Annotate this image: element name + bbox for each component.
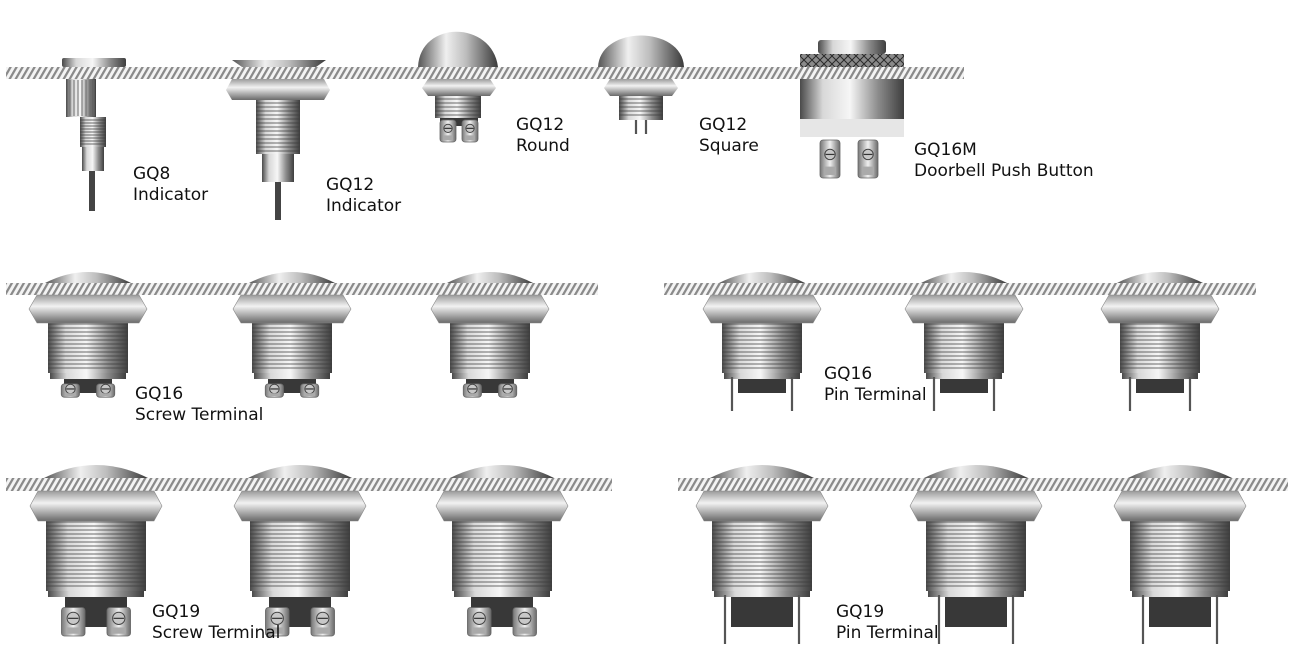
push-button-switch-icon xyxy=(233,465,367,637)
push-button-switch-icon xyxy=(702,272,822,411)
push-button-switch-icon xyxy=(909,465,1043,649)
screw-terminal-icon xyxy=(61,607,86,637)
model-name: GQ16 xyxy=(135,384,184,404)
model-name: GQ19 xyxy=(152,602,201,622)
screw-terminal-icon xyxy=(106,607,131,637)
panel-section-icon xyxy=(6,283,598,295)
push-button-switch-icon xyxy=(904,272,1024,411)
model-name: GQ16 xyxy=(824,364,873,384)
label-gq19-pin-terminal: GQ19 Pin Terminal xyxy=(836,602,939,644)
push-button-switch-icon xyxy=(29,465,163,637)
model-type: Screw Terminal xyxy=(135,405,264,425)
push-button-switch-icon xyxy=(800,40,904,179)
model-type: Screw Terminal xyxy=(152,623,281,643)
panel-sections xyxy=(6,67,1288,491)
label-gq12-round: GQ12 Round xyxy=(516,115,570,157)
switch-drawings xyxy=(28,31,1247,649)
push-button-switch-icon xyxy=(435,465,569,637)
screw-terminal-icon xyxy=(439,119,457,143)
panel-section-icon xyxy=(6,478,612,491)
push-button-switch-icon xyxy=(598,35,684,134)
push-button-switch-icon xyxy=(1113,465,1247,649)
model-name: GQ12 xyxy=(326,175,375,195)
label-gq8-indicator: GQ8 Indicator xyxy=(133,164,208,206)
model-name: GQ19 xyxy=(836,602,885,622)
screw-terminal-icon xyxy=(462,383,482,398)
label-gq16m-doorbell: GQ16M Doorbell Push Button xyxy=(914,140,1094,182)
push-button-switch-icon xyxy=(226,60,330,220)
model-name: GQ8 xyxy=(133,164,171,184)
model-name: GQ12 xyxy=(516,115,565,135)
panel-section-icon xyxy=(6,67,964,79)
screw-terminal-icon xyxy=(857,139,879,179)
model-name: GQ16M xyxy=(914,140,977,160)
label-gq12-square: GQ12 Square xyxy=(699,115,759,157)
screw-terminal-icon xyxy=(60,383,80,398)
panel-section-icon xyxy=(664,283,1256,295)
push-button-switch-icon xyxy=(430,272,550,398)
screw-terminal-icon xyxy=(264,383,284,398)
screw-terminal-icon xyxy=(512,607,537,637)
label-gq16-screw-terminal: GQ16 Screw Terminal xyxy=(135,384,263,426)
screw-terminal-icon xyxy=(265,607,290,637)
screw-terminal-icon xyxy=(819,139,841,179)
push-button-switch-icon xyxy=(62,58,126,211)
model-type: Pin Terminal xyxy=(824,385,927,405)
model-type: Indicator xyxy=(133,185,209,205)
model-type: Indicator xyxy=(326,196,402,216)
model-type: Square xyxy=(699,136,759,156)
model-name: GQ12 xyxy=(699,115,748,135)
screw-terminal-icon xyxy=(461,119,479,143)
screw-terminal-icon xyxy=(300,383,320,398)
screw-terminal-icon xyxy=(467,607,492,637)
push-button-switch-icon xyxy=(232,272,352,398)
push-button-switch-icon xyxy=(695,465,829,649)
panel-section-icon xyxy=(678,478,1288,491)
model-type: Pin Terminal xyxy=(836,623,939,643)
screw-terminal-icon xyxy=(96,383,116,398)
label-gq12-indicator: GQ12 Indicator xyxy=(326,175,401,217)
screw-terminal-icon xyxy=(498,383,518,398)
label-gq16-pin-terminal: GQ16 Pin Terminal xyxy=(824,364,927,406)
push-button-switch-icon xyxy=(28,272,148,398)
push-button-switch-icon xyxy=(418,31,498,143)
label-gq19-screw-terminal: GQ19 Screw Terminal xyxy=(152,602,280,644)
model-type: Doorbell Push Button xyxy=(914,161,1094,181)
model-type: Round xyxy=(516,136,570,156)
push-button-switch-icon xyxy=(1100,272,1220,411)
screw-terminal-icon xyxy=(310,607,335,637)
